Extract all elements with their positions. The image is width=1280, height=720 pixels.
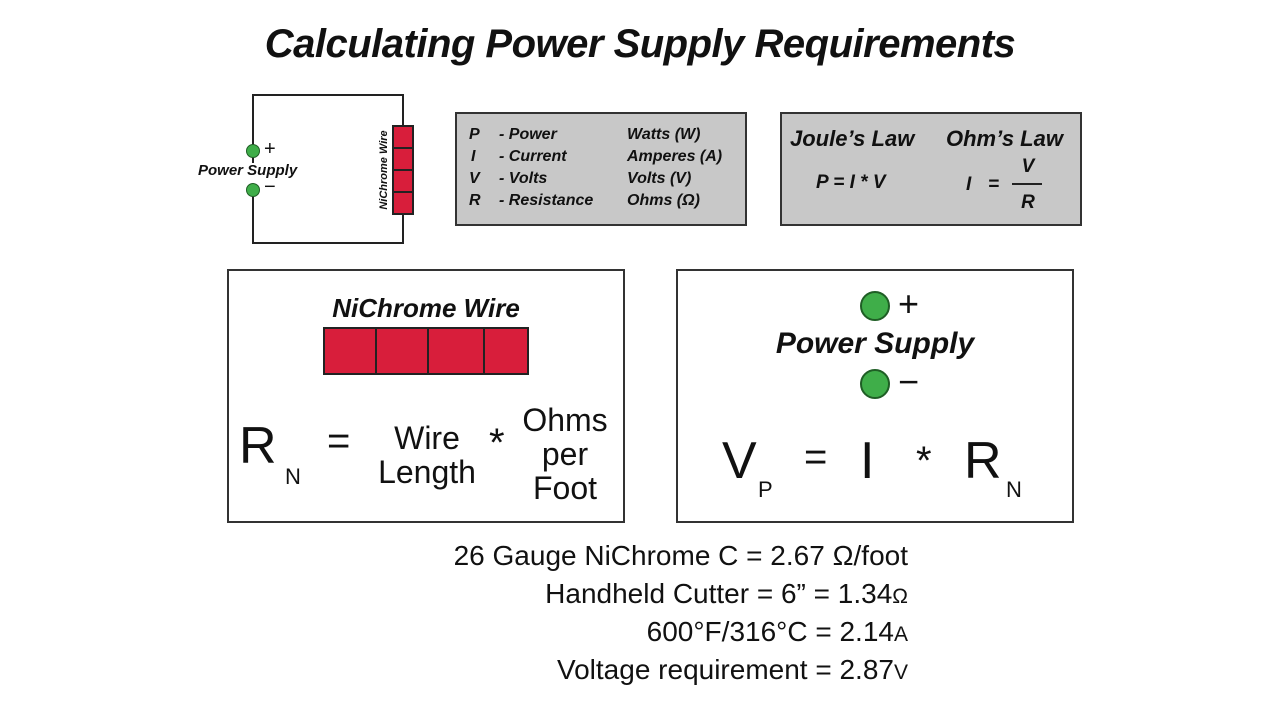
- nichrome-wire-heading: NiChrome Wire: [332, 293, 520, 323]
- note-line: Voltage requirement = 2.87V: [556, 654, 908, 685]
- variable-legend: P - Power Watts (W) I - Current Amperes …: [455, 112, 747, 226]
- negative-sign: −: [898, 361, 920, 402]
- voltage-symbol: V: [722, 432, 757, 490]
- legend-symbol: P: [469, 126, 480, 143]
- equals-sign: =: [327, 419, 351, 463]
- note-line: Handheld Cutter = 6” = 1.34Ω: [545, 578, 908, 609]
- note-line: 600°F/316°C = 2.14A: [646, 616, 908, 647]
- equals-sign: =: [804, 435, 828, 479]
- circuit-power-supply-label: Power Supply: [198, 162, 298, 179]
- legend-name: - Current: [499, 148, 567, 165]
- legend-unit: Watts (W): [627, 126, 701, 143]
- legend-unit: Amperes (A): [627, 148, 723, 165]
- wire-length-line1: Wire: [394, 420, 460, 456]
- ohms-law-numerator: V: [1021, 156, 1035, 177]
- legend-name: - Volts: [499, 170, 548, 187]
- ohms-law-lhs: I: [966, 174, 972, 195]
- power-supply-panel: + Power Supply − V P = I * R N: [676, 269, 1074, 523]
- ohms-law-equals: =: [988, 174, 1000, 195]
- ohms-per-foot-line2: per: [541, 436, 589, 472]
- laws-box: Joule’s Law Ohm’s Law P = I * V I = V R: [780, 112, 1082, 226]
- positive-sign: +: [898, 283, 920, 324]
- page-title: Calculating Power Supply Requirements: [264, 22, 1016, 66]
- resistance-symbol: R: [239, 417, 277, 475]
- legend-unit: Ohms (Ω): [627, 192, 700, 209]
- ohms-per-foot-term: Ohms per Foot: [515, 403, 615, 505]
- legend-unit: Volts (V): [627, 170, 692, 187]
- joules-law-title: Joule’s Law: [790, 126, 915, 151]
- current-symbol: I: [860, 432, 875, 490]
- ohms-per-foot-line3: Foot: [532, 470, 598, 506]
- wire-resistance-panel: NiChrome Wire R N = Wire Length * Ohms p…: [227, 269, 625, 523]
- power-supply-label: Power Supply: [775, 327, 975, 360]
- resistance-subscript: N: [1006, 477, 1022, 502]
- legend-name: - Resistance: [499, 192, 594, 209]
- legend-name: - Power: [499, 126, 557, 143]
- positive-terminal-icon: [860, 291, 890, 321]
- circuit-wire-label: NiChrome Wire: [378, 130, 390, 210]
- fraction-bar: [1012, 183, 1042, 185]
- wire-length-term: Wire Length: [369, 421, 485, 489]
- ohms-law-title: Ohm’s Law: [946, 126, 1063, 151]
- negative-terminal-icon: [246, 183, 260, 197]
- positive-sign: +: [264, 138, 276, 160]
- note-line: 26 Gauge NiChrome C = 2.67 Ω/foot: [453, 540, 908, 571]
- resistance-symbol: R: [964, 432, 1002, 490]
- multiply-sign: *: [916, 439, 932, 483]
- legend-symbol: V: [469, 170, 480, 187]
- legend-symbol: I: [471, 148, 476, 165]
- voltage-subscript: P: [758, 477, 773, 502]
- joules-law-formula: P = I * V: [816, 172, 886, 193]
- wire-length-line2: Length: [378, 454, 476, 490]
- multiply-sign: *: [489, 421, 505, 465]
- ohms-law-denominator: R: [1021, 192, 1035, 213]
- ohms-per-foot-line1: Ohms: [522, 402, 608, 438]
- negative-sign: −: [264, 176, 276, 198]
- negative-terminal-icon: [860, 369, 890, 399]
- resistance-subscript: N: [285, 464, 301, 489]
- legend-symbol: R: [469, 192, 481, 209]
- positive-terminal-icon: [246, 144, 260, 158]
- circuit-wires: [252, 94, 404, 244]
